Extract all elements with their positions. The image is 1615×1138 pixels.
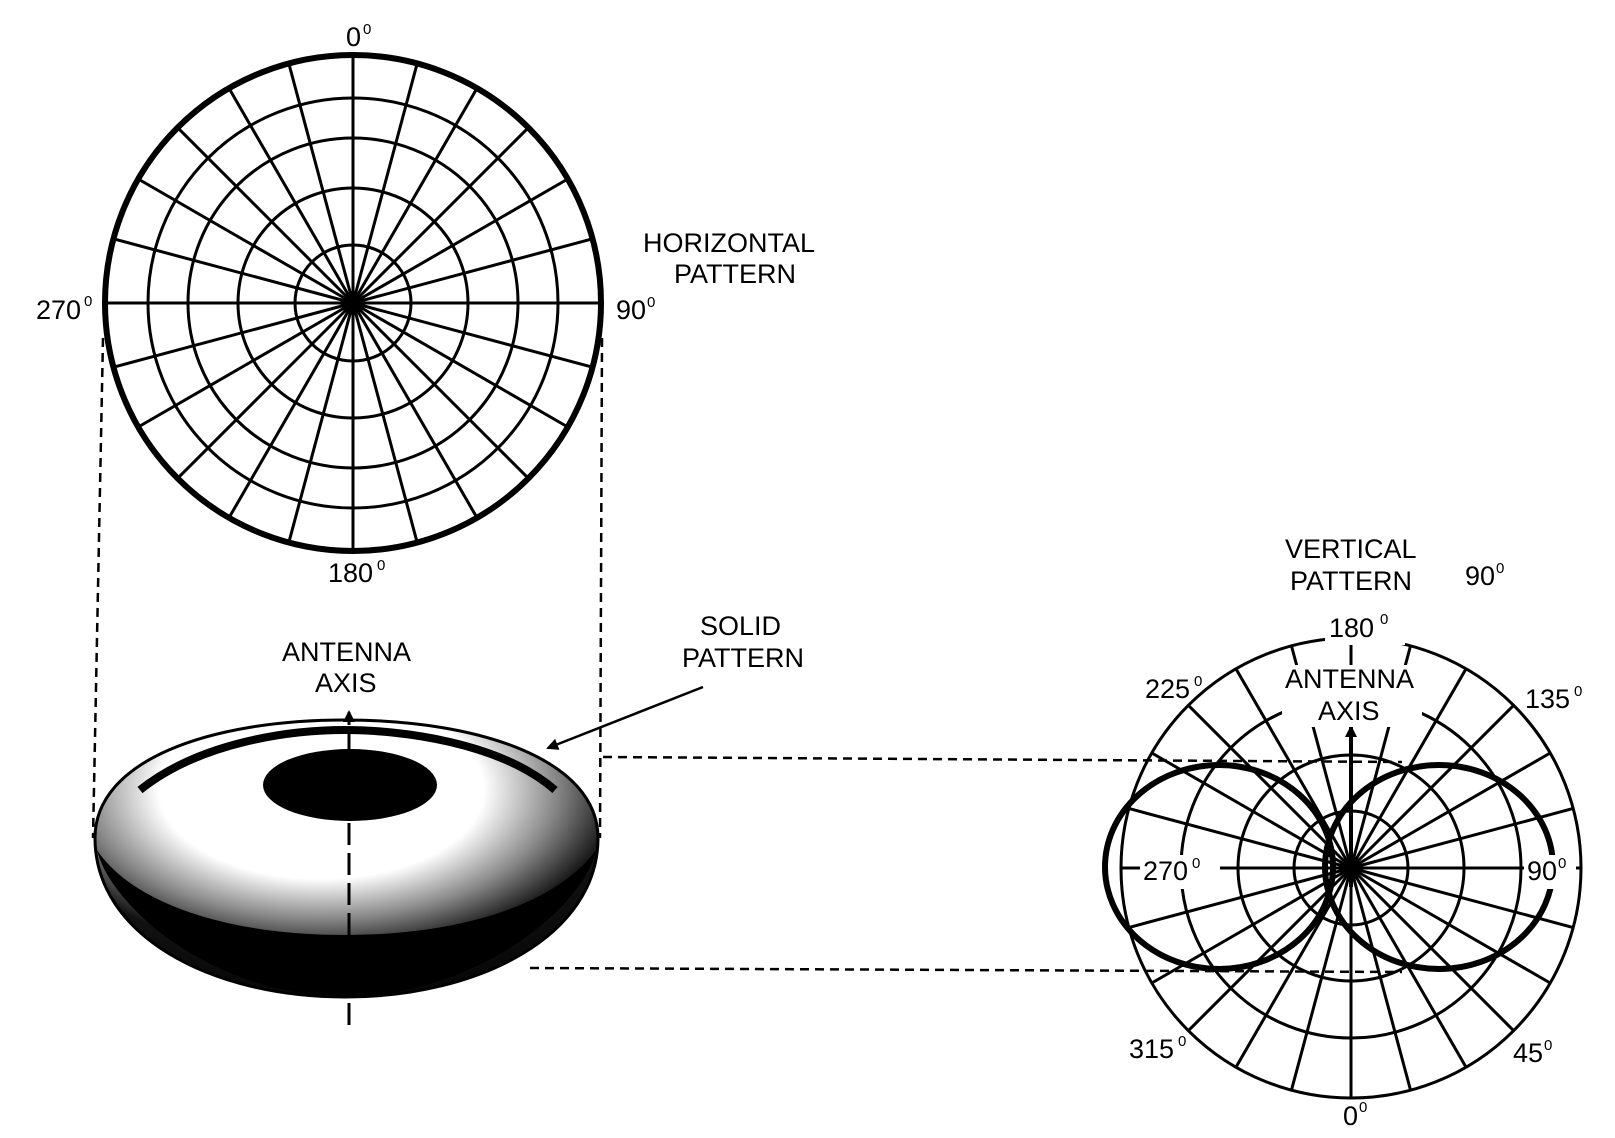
vertical-angle-label-225: 225 0 [1145, 673, 1202, 704]
polar-grid-spoke [176, 126, 355, 305]
polar-grid-spoke [1290, 867, 1353, 1091]
svg-text:45: 45 [1513, 1038, 1543, 1068]
svg-text:270: 270 [36, 295, 81, 325]
projection-line-top [602, 755, 1403, 764]
polar-grid-spoke [1187, 866, 1353, 1032]
polar-grid-spoke [227, 87, 355, 304]
solid-pattern-label-line1: SOLID [700, 611, 781, 641]
polar-grid-spoke [1350, 866, 1551, 985]
svg-text:0: 0 [377, 557, 385, 574]
polar-grid-spoke [287, 63, 355, 304]
polar-grid-spoke [352, 177, 569, 305]
polar-grid-spoke [351, 301, 530, 480]
svg-text:90: 90 [616, 295, 646, 325]
horizontal-pattern-title-line2: PATTERN [674, 259, 796, 289]
svg-text:180: 180 [328, 558, 373, 588]
svg-text:180: 180 [1329, 613, 1374, 643]
svg-text:315: 315 [1129, 1034, 1174, 1064]
vertical-angle-label-90: 90 0 [1524, 855, 1576, 889]
svg-text:0: 0 [1544, 1037, 1552, 1054]
projection-line-bottom [529, 966, 1403, 974]
vertical-angle-label-180: 180 0 [1325, 611, 1405, 645]
svg-text:90: 90 [1527, 856, 1557, 886]
polar-grid-spoke [1350, 751, 1551, 870]
svg-text:270: 270 [1143, 856, 1188, 886]
svg-text:0: 0 [84, 293, 92, 310]
svg-text:225: 225 [1145, 674, 1190, 704]
polar-grid-spoke [351, 302, 479, 519]
svg-text:0: 0 [1496, 560, 1504, 577]
horizontal-angle-label-0: 0 0 [346, 21, 371, 52]
vertical-axis-label-backdrop [1282, 665, 1422, 727]
polar-grid-spoke [287, 302, 355, 543]
solid-antenna-axis-line2: AXIS [315, 668, 377, 698]
polar-grid-spoke [351, 302, 419, 543]
horizontal-angle-label-90: 90 0 [616, 294, 655, 325]
vertical-pattern-title-line1: VERTICAL [1285, 534, 1417, 564]
polar-grid-spoke [1349, 866, 1515, 1032]
horizontal-pattern-title-line1: HORIZONTAL [643, 228, 815, 258]
vertical-top-angle-label-90: 90 0 [1465, 560, 1504, 591]
svg-text:0: 0 [1574, 683, 1582, 700]
polar-grid-spoke [227, 302, 355, 519]
polar-grid-spoke [351, 87, 479, 304]
vertical-angle-label-45: 45 0 [1513, 1037, 1552, 1068]
polar-grid-spoke [352, 237, 593, 305]
vertical-antenna-axis-line2: AXIS [1318, 696, 1380, 726]
polar-grid-spoke [1349, 704, 1515, 870]
vertical-angle-label-270: 270 0 [1140, 855, 1220, 889]
svg-text:0: 0 [1178, 1033, 1186, 1050]
svg-text:0: 0 [1359, 1099, 1367, 1116]
vertical-angle-label-135: 135 0 [1525, 683, 1582, 714]
vertical-angle-label-0: 0 0 [1343, 1099, 1367, 1131]
vertical-lobe-left [1102, 762, 1336, 972]
svg-text:0: 0 [1558, 855, 1566, 872]
horizontal-pattern-outline [102, 52, 604, 554]
polar-grid-spoke [113, 301, 354, 369]
svg-text:0: 0 [346, 22, 361, 52]
polar-grid-spoke [176, 301, 355, 480]
polar-grid-spoke [137, 177, 354, 305]
vertical-antenna-axis-line1: ANTENNA [1285, 664, 1414, 694]
svg-text:0: 0 [1194, 673, 1202, 690]
svg-text:0: 0 [1380, 611, 1388, 628]
solid-antenna-axis-line1: ANTENNA [282, 637, 411, 667]
vertical-pattern-title-line2: PATTERN [1290, 566, 1412, 596]
polar-grid-spoke [1187, 704, 1353, 870]
polar-grid-spoke [113, 237, 354, 305]
polar-grid-spoke [1128, 866, 1352, 929]
svg-text:0: 0 [647, 294, 655, 311]
solid-pattern-label-line2: PATTERN [682, 643, 804, 673]
svg-text:90: 90 [1465, 561, 1495, 591]
polar-grid-spoke [352, 301, 569, 429]
polar-grid-spoke [137, 301, 354, 429]
polar-grid-spoke [1349, 867, 1412, 1091]
vertical-angle-label-315: 315 0 [1129, 1033, 1186, 1064]
polar-grid-spoke [1128, 807, 1352, 870]
polar-grid-spoke [352, 301, 593, 369]
solid-pattern-torus [93, 718, 600, 999]
solid-pattern-pointer-arrow [546, 685, 704, 750]
horizontal-polar-grid [103, 53, 603, 553]
svg-text:135: 135 [1525, 684, 1570, 714]
svg-text:0: 0 [1343, 1101, 1358, 1131]
projection-line-left [91, 337, 105, 839]
svg-text:0: 0 [363, 21, 371, 38]
svg-text:0: 0 [1192, 855, 1200, 872]
horizontal-angle-label-270: 270 0 [36, 293, 92, 325]
polar-grid-spoke [351, 63, 419, 304]
polar-grid-spoke [351, 126, 530, 305]
horizontal-angle-label-180: 180 0 [328, 557, 385, 588]
projection-line-right [598, 337, 604, 839]
